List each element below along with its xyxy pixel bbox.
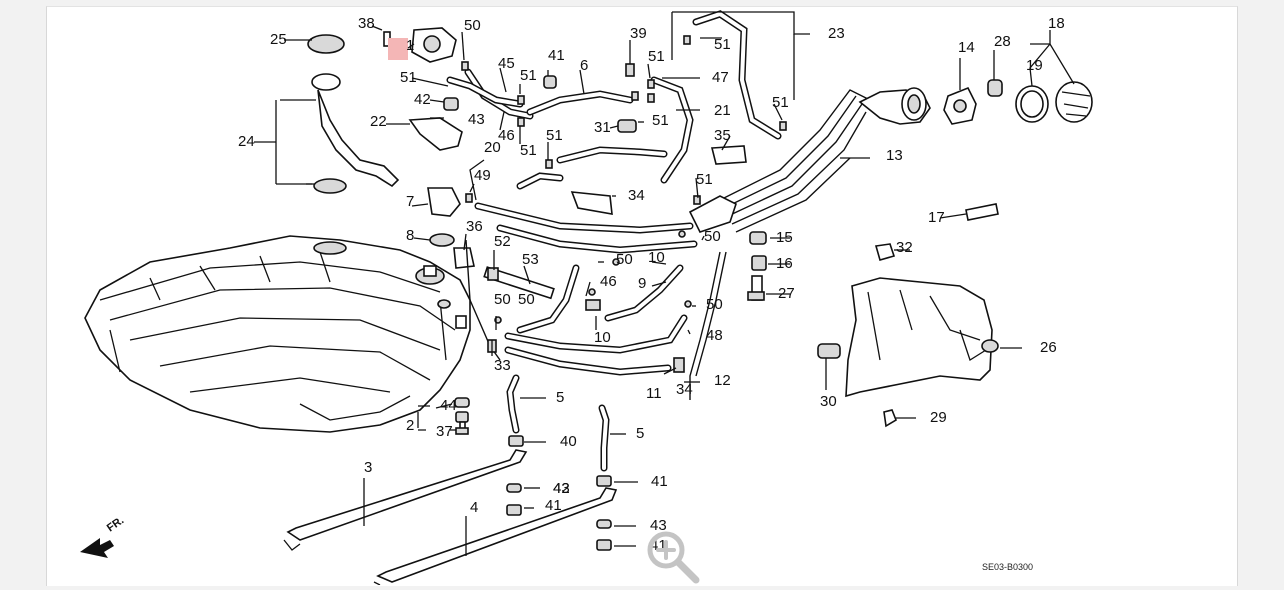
filler-cap-parts bbox=[943, 79, 1093, 125]
part-label: 10 bbox=[594, 329, 611, 346]
part-label: 24 bbox=[238, 133, 255, 150]
zoom-in-icon bbox=[647, 531, 700, 584]
fuel-filter-cover bbox=[817, 243, 999, 428]
part-label: 6 bbox=[580, 57, 588, 74]
part-label: 50 bbox=[704, 228, 721, 245]
part-label: 51 bbox=[400, 69, 417, 86]
part-label: 41 bbox=[548, 47, 565, 64]
strap-bolts bbox=[454, 374, 612, 551]
fittings-15-16-28 bbox=[747, 203, 999, 301]
part-label: 43 bbox=[650, 517, 667, 534]
part-label: 22 bbox=[370, 113, 387, 130]
part-label: 51 bbox=[520, 67, 537, 84]
part-label: 33 bbox=[494, 357, 511, 374]
part-label: 51 bbox=[546, 127, 563, 144]
zoom-in-button[interactable] bbox=[638, 524, 702, 585]
part-label: 46 bbox=[498, 127, 515, 144]
part-label: 44 bbox=[440, 397, 457, 414]
part-label: 38 bbox=[358, 15, 375, 32]
part-label: 49 bbox=[474, 167, 491, 184]
part-label: 42 bbox=[553, 480, 570, 497]
front-direction-arrow bbox=[80, 538, 114, 558]
part-label: 36 bbox=[466, 218, 483, 235]
fuel-hoses bbox=[446, 10, 782, 400]
part-label: 50 bbox=[616, 251, 633, 268]
part-label: 15 bbox=[776, 229, 793, 246]
part-label: 30 bbox=[820, 393, 837, 410]
part-label: 1 bbox=[406, 37, 414, 54]
part-number-labels: 1234556789101011121314151617181920212223… bbox=[105, 15, 1065, 572]
part-label: 45 bbox=[498, 55, 515, 72]
part-label: 40 bbox=[560, 433, 577, 450]
part-label: 51 bbox=[696, 171, 713, 188]
part-label: 18 bbox=[1048, 15, 1065, 32]
part-label: 10 bbox=[648, 249, 665, 266]
part-label: 5 bbox=[636, 425, 644, 442]
part-label: 51 bbox=[648, 48, 665, 65]
tank-strap-4 bbox=[373, 487, 618, 585]
part-label: 46 bbox=[600, 273, 617, 290]
part-label: 5 bbox=[556, 389, 564, 406]
part-label: 11 bbox=[646, 385, 662, 402]
part-label: 13 bbox=[886, 147, 903, 164]
part-label: 3 bbox=[364, 459, 372, 476]
filler-pipe-13 bbox=[688, 87, 931, 233]
part-label: 32 bbox=[896, 239, 913, 256]
part-label: 50 bbox=[494, 291, 511, 308]
part-label: 34 bbox=[628, 187, 645, 204]
part-label: 48 bbox=[706, 327, 723, 344]
part-label: 39 bbox=[630, 25, 647, 42]
fuel-pump-unit bbox=[307, 27, 747, 269]
part-label: 25 bbox=[270, 31, 287, 48]
part-label: 35 bbox=[714, 127, 731, 144]
part-label: 21 bbox=[714, 102, 731, 119]
part-label: 50 bbox=[706, 296, 723, 313]
part-label: 51 bbox=[714, 36, 731, 53]
part-label: 43 bbox=[468, 111, 485, 128]
part-label: 51 bbox=[520, 142, 537, 159]
part-label: 26 bbox=[1040, 339, 1057, 356]
part-label: 37 bbox=[436, 423, 453, 440]
part-label: 42 bbox=[414, 91, 431, 108]
part-label: 20 bbox=[484, 139, 501, 156]
part-label: 31 bbox=[594, 119, 611, 136]
part-label: 29 bbox=[930, 409, 947, 426]
part-label: 52 bbox=[494, 233, 511, 250]
part-1-highlight bbox=[388, 38, 408, 60]
part-label: 50 bbox=[518, 291, 535, 308]
part-label: 41 bbox=[545, 497, 562, 514]
part-label: 23 bbox=[828, 25, 845, 42]
tank-strap-3 bbox=[283, 449, 528, 551]
part-label: 4 bbox=[470, 499, 478, 516]
hose-clips bbox=[461, 35, 787, 373]
part-label: 53 bbox=[522, 251, 539, 268]
leader-lines bbox=[254, 11, 1075, 556]
part-label: 47 bbox=[712, 69, 729, 86]
part-label: 9 bbox=[638, 275, 646, 292]
part-label: 17 bbox=[928, 209, 945, 226]
part-label: 43 bbox=[553, 480, 570, 497]
part-label: 28 bbox=[994, 33, 1011, 50]
front-direction-label: FR. bbox=[105, 514, 126, 534]
part-label: 12 bbox=[714, 372, 731, 389]
part-label: 27 bbox=[778, 285, 795, 302]
fuel-tank bbox=[84, 235, 471, 433]
part-label: 50 bbox=[464, 17, 481, 34]
part-label: 51 bbox=[652, 112, 669, 129]
part-label: 34 bbox=[676, 381, 693, 398]
part-label: 14 bbox=[958, 39, 975, 56]
part-label: 19 bbox=[1026, 57, 1043, 74]
part-label: 41 bbox=[651, 473, 668, 490]
part-label: 8 bbox=[406, 227, 414, 244]
diagram-code: SE03-B0300 bbox=[982, 562, 1033, 572]
part-label: 7 bbox=[406, 193, 414, 210]
part-label: 51 bbox=[772, 94, 789, 111]
part-label: 2 bbox=[406, 417, 414, 434]
part-label: 16 bbox=[776, 255, 793, 272]
